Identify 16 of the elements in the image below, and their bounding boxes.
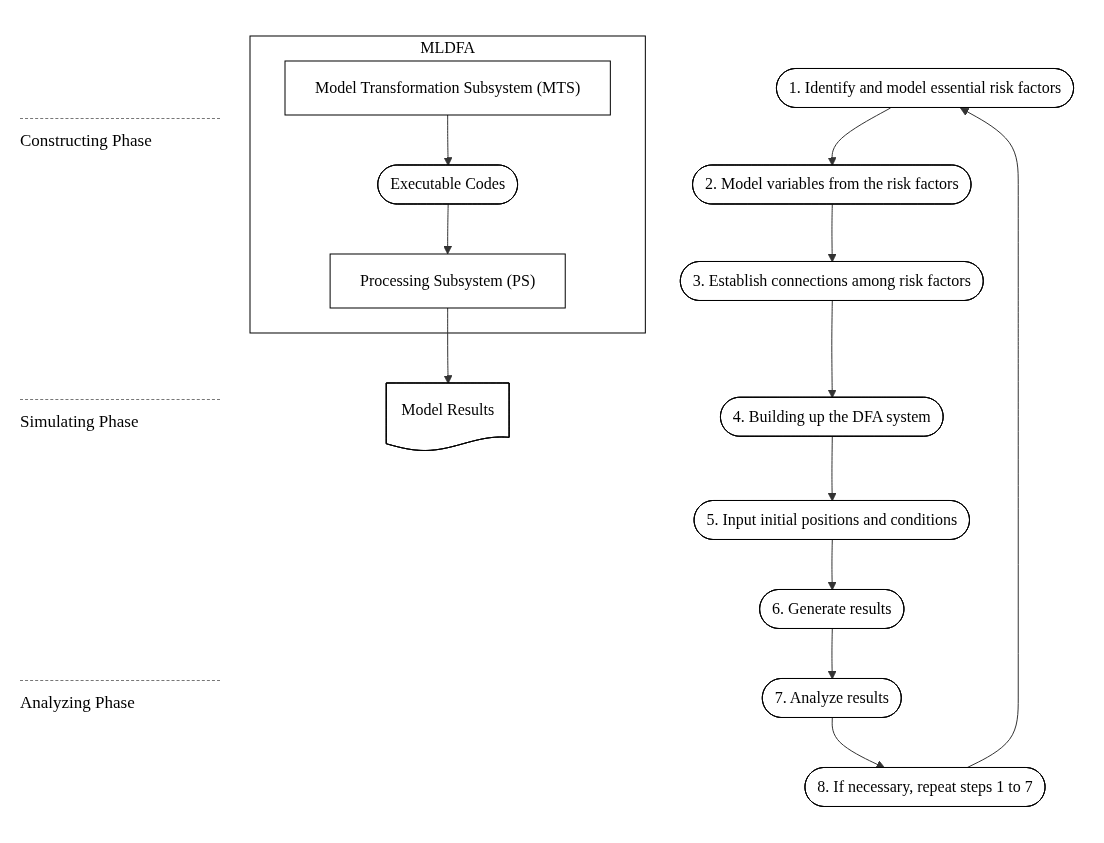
arrow — [443, 204, 453, 255]
arrow — [960, 107, 1019, 769]
arrow — [828, 204, 837, 263]
phase-label: Constructing Phase — [20, 131, 152, 150]
arrow — [827, 628, 837, 680]
arrow — [443, 307, 453, 385]
arrow — [828, 300, 837, 399]
node-box: Processing Subsystem (PS) — [329, 253, 566, 309]
arrow — [827, 539, 837, 591]
phase-label: Simulating Phase — [20, 412, 139, 431]
arrow — [831, 717, 886, 769]
node-box: Model Transformation Subsystem (MTS) — [284, 60, 612, 116]
phase-label: Analyzing Phase — [20, 693, 135, 712]
arrow — [443, 114, 453, 167]
arrow — [827, 436, 837, 502]
arrow — [827, 107, 892, 167]
